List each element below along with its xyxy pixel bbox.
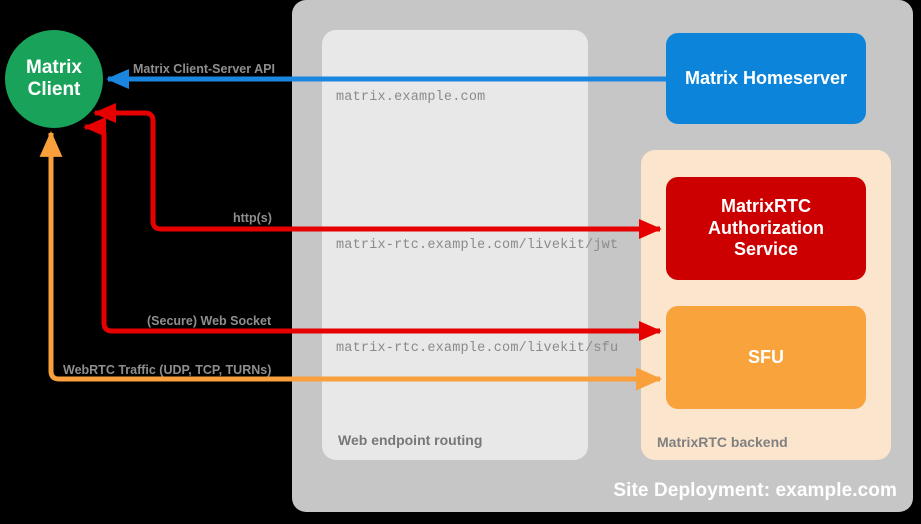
edge-label-https: http(s) [233, 211, 272, 225]
matrix-homeserver-label: Matrix Homeserver [684, 67, 848, 88]
matrix-client-node[interactable]: Matrix Client [5, 30, 103, 128]
sfu-label: SFU [748, 346, 784, 367]
auth-label-line3: Service [733, 239, 799, 260]
auth-label-line2: Authorization [708, 217, 824, 238]
endpoint-livekit-jwt: matrix-rtc.example.com/livekit/jwt [336, 238, 619, 253]
matrix-client-label-line2: Client [27, 79, 81, 100]
matrix-homeserver-node[interactable]: Matrix Homeserver [666, 33, 866, 124]
matrixrtc-backend-label: MatrixRTC backend [657, 434, 788, 450]
edge-label-matrix-client-server-api: Matrix Client-Server API [133, 62, 275, 76]
matrixrtc-authorization-service-label: MatrixRTC Authorization Service [708, 196, 824, 262]
site-deployment-label: Site Deployment: example.com [613, 480, 897, 501]
web-endpoint-routing-container: matrix.example.com matrix-rtc.example.co… [322, 30, 618, 460]
web-endpoint-routing-label: Web endpoint routing [338, 432, 483, 448]
matrixrtc-authorization-service-node[interactable]: MatrixRTC Authorization Service [666, 177, 866, 280]
endpoint-matrix: matrix.example.com [336, 90, 486, 105]
matrix-client-label-line1: Matrix [26, 56, 82, 78]
edge-label-secure-web-socket: (Secure) Web Socket [147, 314, 272, 328]
endpoint-livekit-sfu: matrix-rtc.example.com/livekit/sfu [336, 341, 619, 356]
sfu-node[interactable]: SFU [666, 306, 866, 409]
auth-label-line1: MatrixRTC [720, 195, 811, 216]
edge-label-webrtc-traffic: WebRTC Traffic (UDP, TCP, TURNs) [63, 363, 272, 377]
